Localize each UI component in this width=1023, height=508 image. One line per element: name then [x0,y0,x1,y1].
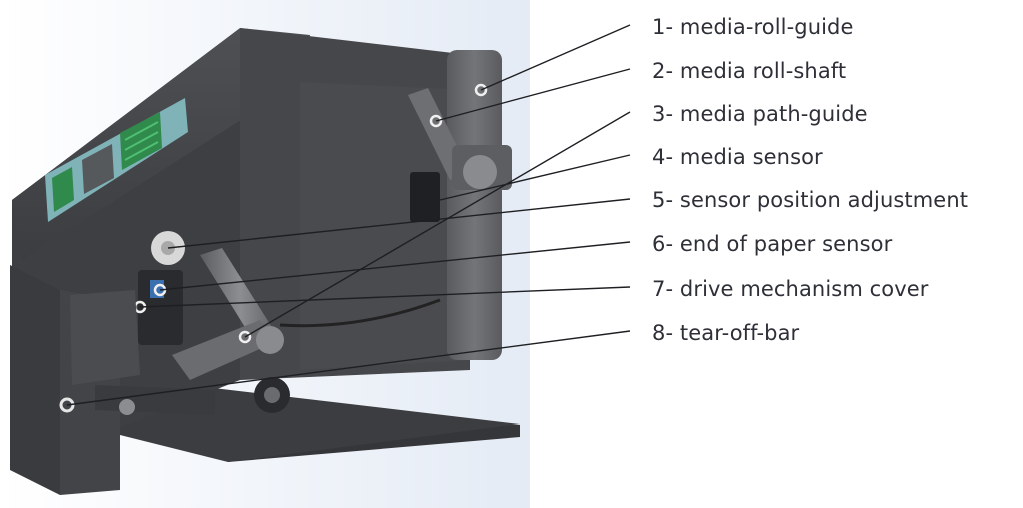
media-roll-guide [447,50,502,360]
display-line [124,141,159,161]
callout-sensor-position-adjustment: 5- sensor position adjustment [652,188,969,212]
leader-line-1 [480,24,631,91]
callout-media-sensor: 4- media sensor [652,145,823,169]
leader-line-7 [139,286,631,308]
callout-drive-mechanism-cover: 7- drive mechanism cover [652,277,929,301]
leader-line-5 [167,198,631,249]
bracket-screw [59,397,75,413]
marker-3 [238,330,252,344]
drive-mechanism-cover [70,290,140,385]
callout-media-roll-guide: 1- media-roll-guide [652,15,854,39]
leader-line-2 [435,68,631,122]
callout-media-roll-shaft: 2- media roll-shaft [652,59,847,83]
leader-lines [66,24,631,406]
front-screw [119,399,135,415]
display-line [124,131,159,151]
callout-media-path-guide: 3- media path-guide [652,102,868,126]
leader-line-6 [159,241,631,291]
drive-roller-hub [264,387,280,403]
roller-arm [172,320,280,380]
leader-line-4 [439,154,631,201]
status-light [52,167,74,212]
marker-1 [474,83,488,97]
hub-knob [463,155,497,189]
leader-line-8 [66,330,631,406]
marker-2 [429,114,443,128]
media-sensor [410,172,440,222]
display-line [124,121,159,141]
callout-tear-off-bar: 8- tear-off-bar [652,321,800,345]
housing-inner-face [300,82,470,370]
tear-plate [95,385,215,415]
side-bracket [10,265,60,495]
callout-end-of-paper-sensor: 6- end of paper sensor [652,232,893,256]
button-group [82,144,114,194]
paper-path [279,298,441,328]
roller-end [256,326,284,354]
